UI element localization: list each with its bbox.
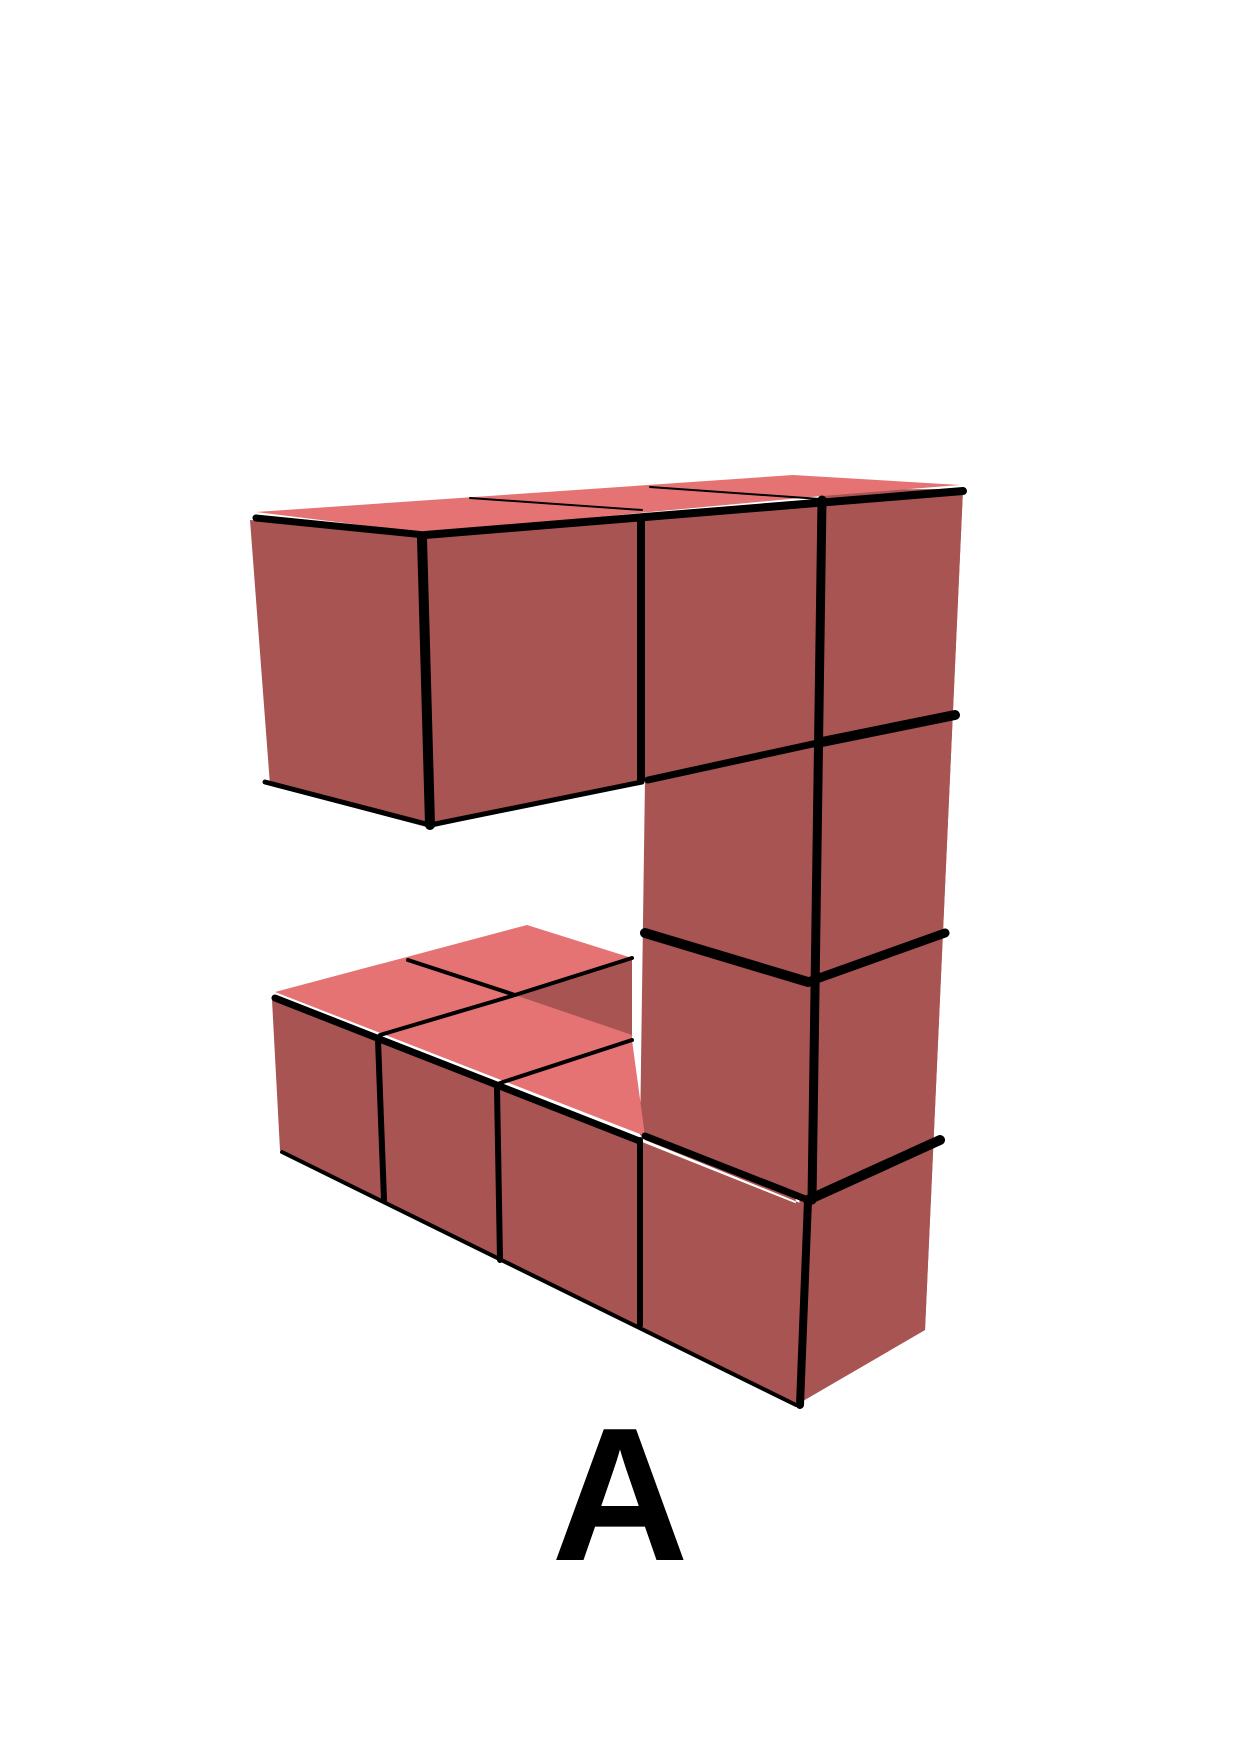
cube-faces	[250, 475, 963, 1405]
right-column-line-2	[817, 710, 960, 747]
top-arm-top-edge-2	[421, 487, 967, 539]
bottom-arm-line-4	[498, 1038, 634, 1085]
top-arm-divider-3	[807, 495, 827, 1205]
right-column-line-3	[640, 928, 813, 987]
bottom-arm-divider-1	[375, 1037, 387, 1203]
bottom-arm-line-2	[378, 993, 517, 1037]
bottom-arm-divider-2	[494, 1085, 503, 1263]
bottom-arm-bottom-edge	[280, 1150, 798, 1407]
bottom-arm-line-1	[406, 958, 517, 997]
right-column-line-6	[641, 1132, 812, 1204]
option-label: A	[551, 1389, 689, 1601]
inner-column-face	[640, 740, 822, 1200]
top-arm-bottom-edge	[427, 779, 645, 828]
top-face-line-2	[649, 486, 821, 500]
top-arm-top-edge	[252, 514, 429, 539]
right-column-bottom-divider	[796, 1196, 812, 1409]
right-column-line-5	[803, 1135, 945, 1205]
cube-edges	[252, 486, 967, 1409]
bottom-arm-top-face	[275, 925, 645, 1136]
right-column-line-1	[644, 738, 826, 784]
top-arm-divider-1	[417, 533, 435, 830]
top-arm-top-face	[256, 475, 960, 533]
right-column-line-4	[803, 928, 950, 987]
bottom-arm-line-3	[513, 956, 634, 997]
bottom-arm-front-face	[272, 1000, 800, 1405]
top-face-line-1	[469, 497, 643, 511]
recessed-side-face	[515, 958, 632, 1035]
bottom-arm-top-edge	[271, 994, 641, 1144]
top-arm-front-face	[250, 500, 822, 828]
top-arm-left-bottom-edge	[262, 779, 433, 828]
